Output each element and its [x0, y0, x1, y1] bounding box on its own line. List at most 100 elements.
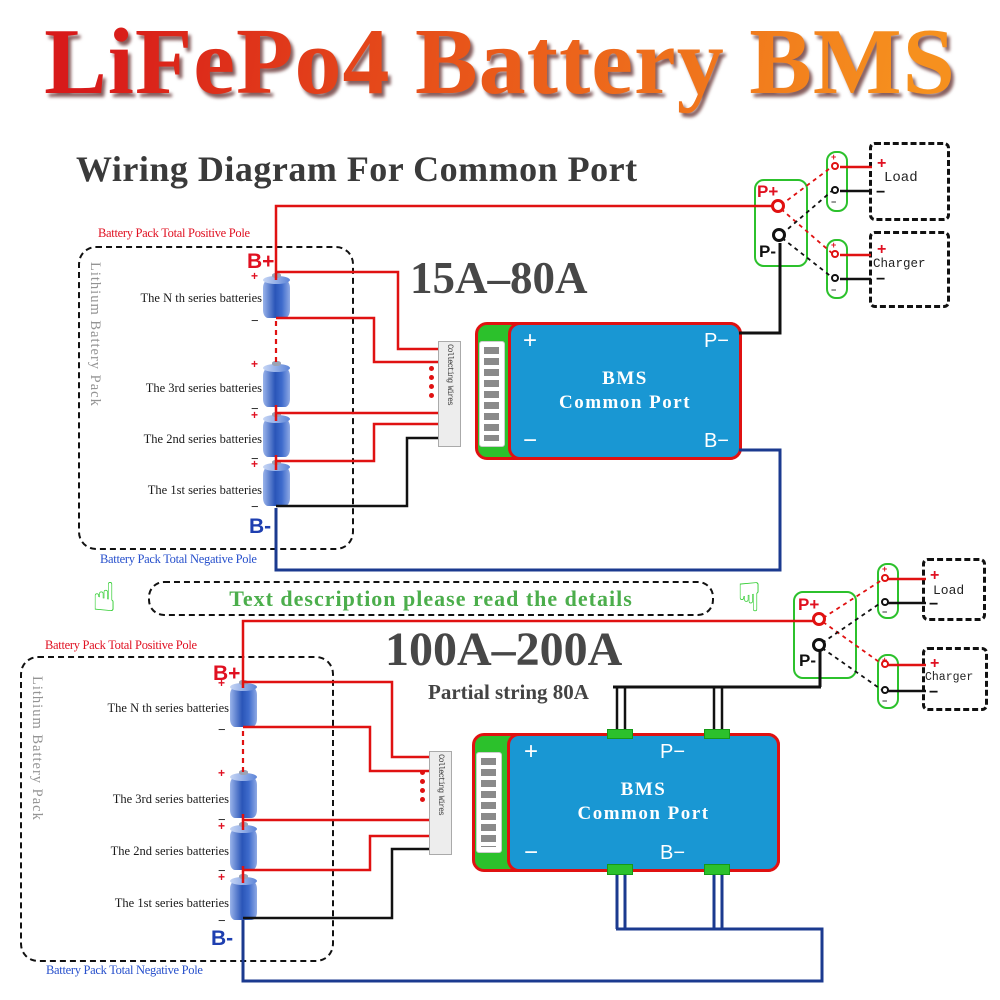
charger-box-bottom [922, 647, 988, 711]
battery-2-top [263, 412, 290, 457]
load-plus-mark-bottom: + [930, 567, 940, 584]
load-box-top [869, 142, 950, 221]
connector-minus-mark: − [831, 197, 837, 207]
collecting-wires-connector-top: Collecting Wires [438, 341, 461, 447]
battery-1-label-top: The 1st series batteries [147, 483, 262, 497]
load-minus-mark-top: − [876, 184, 886, 201]
battery-minus-mark: − [251, 313, 259, 328]
bms-board-bottom: + P− − B− BMS Common Port [472, 733, 780, 872]
connector-pins-icon [484, 347, 499, 441]
connector-minus-mark: − [831, 285, 837, 295]
p-minus-label-top: P- [759, 242, 776, 261]
battery-1-top [263, 460, 290, 506]
connector-plus-pin [881, 660, 889, 668]
battery-3-label-top: The 3rd series batteries [145, 381, 262, 395]
charger-plus-mark-bottom: + [930, 655, 940, 672]
charger-minus-mark-top: − [876, 271, 886, 288]
bms-name: BMS Common Port [511, 367, 739, 415]
p-plus-terminal-top [771, 199, 785, 213]
bms-pin-connector-top [479, 341, 505, 447]
charger-plus-mark-top: + [877, 241, 887, 258]
connector-minus-mark: − [882, 607, 888, 617]
connector-minus-mark: − [882, 696, 888, 706]
bms-plus-label: + [524, 738, 539, 765]
partial-string-subheading: Partial string 80A [428, 680, 589, 704]
bms-plus-label: + [523, 327, 538, 354]
bms-panel-top: + P− − B− BMS Common Port [508, 322, 742, 460]
more-wires-dot [429, 393, 434, 398]
battery-minus-mark: − [251, 499, 259, 514]
collecting-wires-connector-bottom: Collecting Wires [429, 751, 452, 855]
battery-3-bottom [230, 770, 257, 818]
bms-pad [607, 864, 633, 875]
bms-name-line2: Common Port [558, 392, 692, 413]
battery-1-label-bottom: The 1st series batteries [114, 896, 229, 910]
connector-plus-mark: + [831, 152, 837, 162]
battery-2-bottom [230, 822, 257, 870]
load-label-bottom: Load [933, 583, 965, 598]
battery-minus-mark: − [218, 722, 226, 737]
connector-plus-mark: + [831, 240, 837, 250]
battery-n-top [263, 273, 290, 318]
load-connector-bottom [877, 563, 899, 619]
battery-plus-mark: + [218, 766, 226, 780]
p-minus-terminal-top [772, 228, 786, 242]
battery-plus-mark: + [218, 870, 226, 884]
battery-plus-mark: + [251, 357, 259, 371]
page-subtitle: Wiring Diagram For Common Port [76, 149, 638, 189]
p-plus-label-top: P+ [757, 182, 779, 201]
battery-1-bottom [230, 874, 257, 920]
connector-plus-pin [881, 574, 889, 582]
battery-3-label-bottom: The 3rd series batteries [112, 792, 229, 806]
connector-plus-pin [831, 250, 839, 258]
negative-pole-label-bottom: Battery Pack Total Negative Pole [46, 963, 203, 977]
connector-pins-icon [481, 758, 496, 847]
bms-bminus-label: B− [703, 430, 729, 452]
battery-plus-mark: + [251, 269, 259, 283]
bms-panel-bottom: + P− − B− BMS Common Port [507, 733, 780, 872]
bms-name: BMS Common Port [510, 778, 777, 826]
battery-plus-mark: + [251, 408, 259, 422]
battery-n-bottom [230, 680, 257, 727]
negative-pole-label-top: Battery Pack Total Negative Pole [100, 552, 257, 566]
bms-pad [607, 729, 633, 739]
battery-minus-mark: − [251, 401, 259, 416]
bms-minus-label: − [524, 839, 539, 866]
connector-minus-pin [881, 686, 889, 694]
charger-connector-top [826, 239, 848, 299]
p-minus-label-bottom: P- [799, 651, 816, 670]
pack-side-label-bottom: Lithium Battery Pack [29, 676, 45, 821]
more-wires-dot [429, 384, 434, 389]
load-label-top: Load [884, 170, 918, 186]
b-plus-label-top: B+ [247, 250, 275, 273]
p-plus-label-bottom: P+ [798, 595, 820, 614]
more-wires-dot [420, 770, 425, 775]
charger-box-top [869, 231, 950, 308]
pack-side-label-top: Lithium Battery Pack [87, 262, 103, 407]
amperage-heading-bottom: 100A–200A [385, 623, 623, 676]
p-minus-terminal-bottom [812, 638, 826, 652]
more-wires-dot [420, 779, 425, 784]
battery-plus-mark: + [218, 676, 226, 690]
positive-pole-label-bottom: Battery Pack Total Positive Pole [45, 638, 197, 652]
connector-minus-pin [831, 274, 839, 282]
hand-pointing-down-icon: ☟ [737, 575, 762, 621]
more-wires-dot [420, 797, 425, 802]
battery-2-label-top: The 2nd series batteries [143, 432, 262, 446]
load-plus-mark-top: + [877, 155, 887, 172]
connector-plus-mark: + [882, 564, 888, 574]
battery-minus-mark: − [218, 812, 226, 827]
battery-minus-mark: − [218, 913, 226, 928]
more-wires-dot [429, 366, 434, 371]
bms-name-line1: BMS [620, 779, 667, 800]
charger-label-bottom: Charger [925, 671, 974, 684]
battery-pack-box-bottom [20, 656, 334, 962]
bms-name-line2: Common Port [577, 803, 710, 824]
bms-pminus-label: P− [660, 741, 686, 763]
positive-pole-label-top: Battery Pack Total Positive Pole [98, 226, 250, 240]
bms-minus-label: − [523, 427, 538, 454]
collecting-wires-label-bottom: Collecting Wires [436, 754, 445, 815]
amperage-heading-top: 15A–80A [410, 253, 588, 303]
load-minus-mark-bottom: − [929, 596, 939, 613]
